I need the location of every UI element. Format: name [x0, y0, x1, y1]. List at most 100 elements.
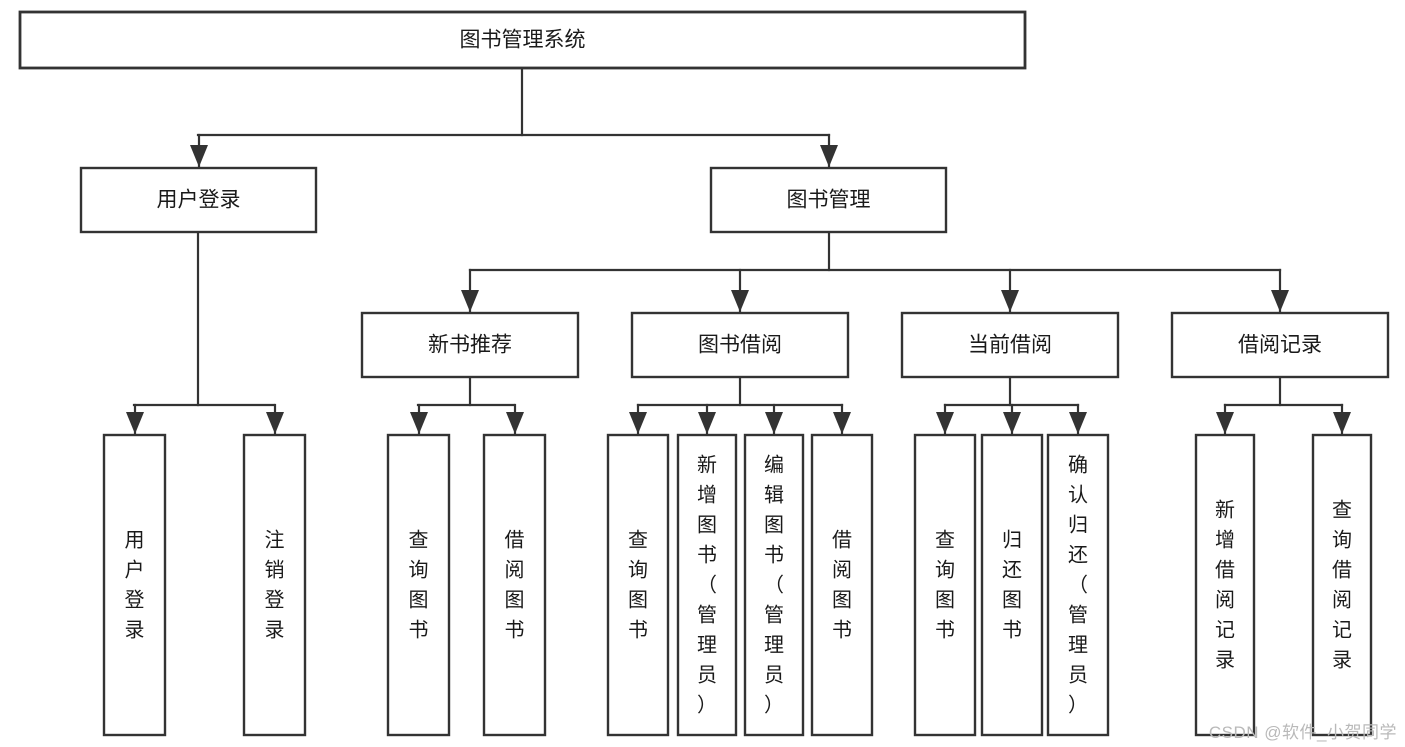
connector-group-bus-borrow-record [1223, 375, 1344, 407]
node-leaf-add-book-label-char-1: 增 [697, 483, 717, 506]
drops-bus-borrow-record [1216, 403, 1351, 436]
node-leaf-query-book-2-rect[interactable] [606, 433, 670, 737]
node-leaf-query-book-1-label-char-0: 查 [409, 528, 429, 551]
node-leaf-confirm-return-label-char-0: 确 [1068, 453, 1088, 476]
node-leaf-add-record-rect[interactable] [1194, 433, 1256, 737]
node-leaf-add-book-rect[interactable] [676, 433, 738, 737]
node-leaf-borrow-book-1-label-char-3: 书 [505, 618, 525, 641]
node-current-borrow-rect[interactable] [900, 311, 1120, 379]
node-leaf-logout-rect[interactable] [242, 433, 307, 737]
node-book-manage[interactable]: 图书管理 [709, 166, 948, 234]
node-leaf-edit-book-label-char-3: 书 [764, 543, 784, 566]
arrow-icon-leaf-borrow-book-2 [833, 412, 851, 434]
node-leaf-query-record-label-char-5: 录 [1332, 649, 1352, 671]
node-leaf-confirm-return-label-char-8: ） [1068, 693, 1088, 716]
node-leaf-edit-book-rect[interactable] [743, 433, 805, 737]
node-leaf-query-book-3-rect[interactable] [913, 433, 977, 737]
node-leaf-edit-book-label-char-0: 编 [764, 453, 784, 476]
arrow-icon-book-borrow [731, 290, 749, 312]
node-book-borrow[interactable]: 图书借阅 [630, 311, 850, 379]
node-leaf-return-book-label-char-2: 图 [1002, 589, 1022, 611]
node-leaf-borrow-book-1-label-char-1: 阅 [505, 558, 525, 581]
node-root[interactable]: 图书管理系统 [18, 10, 1027, 70]
arrow-icon-leaf-add-book [698, 412, 716, 434]
node-book-borrow-label: 图书借阅 [698, 334, 782, 357]
node-leaf-confirm-return-label-char-3: 还 [1068, 543, 1088, 566]
node-leaf-user-login-rect[interactable] [102, 433, 167, 737]
node-leaf-add-book-label-char-7: 员 [697, 664, 717, 686]
node-leaf-logout-label-char-0: 注 [265, 528, 285, 551]
node-book-manage-rect[interactable] [709, 166, 948, 234]
node-borrow-record-rect[interactable] [1170, 311, 1390, 379]
connector-group-bus-book-manage [468, 230, 1282, 272]
node-leaf-return-book-label-char-3: 书 [1002, 618, 1022, 641]
node-leaf-logout-label-char-2: 登 [265, 588, 285, 611]
node-leaf-logout-label-char-3: 录 [265, 619, 285, 641]
node-new-book-recommend-rect[interactable] [360, 311, 580, 379]
watermark-text: CSDN @软件_小贺同学 [1208, 723, 1397, 742]
node-leaf-query-book-3-label-char-2: 图 [935, 589, 955, 611]
node-root-rect[interactable] [18, 10, 1027, 70]
arrow-icon-leaf-confirm-return [1069, 412, 1087, 434]
node-leaf-borrow-book-1-rect[interactable] [482, 433, 547, 737]
node-book-borrow-rect[interactable] [630, 311, 850, 379]
node-leaf-query-book-1-rect[interactable] [386, 433, 451, 737]
node-new-book-recommend[interactable]: 新书推荐 [360, 311, 580, 379]
node-leaf-user-login[interactable]: 用户登录 [102, 433, 167, 737]
node-leaf-edit-book-label-char-5: 管 [764, 603, 784, 626]
arrow-icon-leaf-borrow-book-1 [506, 412, 524, 434]
arrow-icon-leaf-query-book-2 [629, 412, 647, 434]
node-leaf-query-record-label-char-3: 阅 [1332, 588, 1352, 611]
node-leaf-borrow-book-2-label-char-1: 阅 [832, 558, 852, 581]
node-leaf-borrow-book-1-label-char-2: 图 [505, 589, 525, 611]
node-leaf-query-book-1-label-char-1: 询 [409, 558, 429, 581]
node-leaf-confirm-return-label-char-2: 归 [1068, 513, 1088, 536]
node-borrow-record[interactable]: 借阅记录 [1170, 311, 1390, 379]
node-user-login[interactable]: 用户登录 [79, 166, 318, 234]
connector-group-bus-current-borrow [943, 375, 1080, 407]
node-leaf-query-book-3-label-char-0: 查 [935, 528, 955, 551]
arrow-icon-leaf-user-login [126, 412, 144, 434]
node-leaf-query-book-2-label-char-0: 查 [628, 528, 648, 551]
node-leaf-borrow-book-2-label-char-0: 借 [832, 528, 852, 551]
node-leaf-confirm-return-label-char-4: （ [1068, 573, 1088, 596]
node-leaf-add-book-label-char-4: （ [697, 573, 717, 596]
node-leaf-borrow-book-1-label-char-0: 借 [505, 528, 525, 551]
node-leaf-add-record-label-char-4: 记 [1215, 618, 1235, 641]
node-current-borrow[interactable]: 当前借阅 [900, 311, 1120, 379]
node-leaf-return-book-rect[interactable] [980, 433, 1044, 737]
node-leaf-confirm-return-rect[interactable] [1046, 433, 1110, 737]
node-leaf-user-login-label-char-1: 户 [125, 558, 145, 581]
node-leaf-return-book-label-char-0: 归 [1002, 528, 1022, 551]
node-leaf-add-record-label-char-5: 录 [1215, 649, 1235, 671]
node-leaf-edit-book-label-char-8: ） [764, 693, 784, 716]
node-leaf-add-book-label-char-3: 书 [697, 543, 717, 566]
node-leaf-borrow-book-2-rect[interactable] [810, 433, 874, 737]
node-leaf-query-record-rect[interactable] [1311, 433, 1373, 737]
node-root-label: 图书管理系统 [460, 29, 586, 52]
node-layer: 图书管理系统用户登录图书管理新书推荐图书借阅当前借阅借阅记录用户登录注销登录查询… [18, 10, 1390, 737]
drops-bus-book-manage [461, 268, 1289, 314]
arrow-icon-borrow-record [1271, 290, 1289, 312]
connector-layer [126, 66, 1351, 436]
node-leaf-query-record-label-char-0: 查 [1332, 498, 1352, 521]
node-leaf-edit-book-label-char-2: 图 [764, 514, 784, 536]
node-leaf-confirm-return-label-char-5: 管 [1068, 603, 1088, 626]
node-book-manage-label: 图书管理 [787, 189, 871, 212]
arrow-icon-book-manage [820, 145, 838, 167]
node-leaf-borrow-book-2-label-char-3: 书 [832, 618, 852, 641]
node-user-login-rect[interactable] [79, 166, 318, 234]
